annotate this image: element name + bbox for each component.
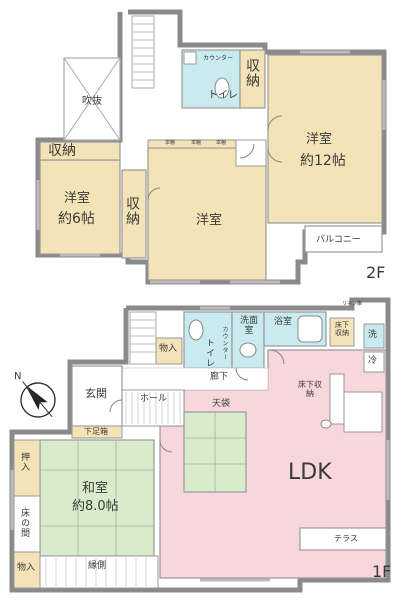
floor1-washroom-label: 洗面室 (239, 316, 258, 337)
floor1-storage-b (13, 551, 41, 589)
floor2-western12-size: 約12帖 (300, 153, 346, 169)
floor2-shelf-label-2: 本棚 (191, 140, 202, 146)
floor2-western-center-label: 洋室 (196, 213, 223, 228)
floor2-western6-size: 約6帖 (58, 211, 95, 227)
floor1-oshiire-label: 押入 (19, 452, 29, 472)
floor1-washitsu-name: 和室 (82, 481, 109, 496)
floor1-level-label: 1F (372, 562, 392, 581)
floor2-western-center (147, 147, 267, 281)
floor1-outer-wall (9, 297, 391, 593)
floor1-washer-label: 洗 (368, 330, 378, 340)
floor1-shoebox (71, 425, 123, 439)
floor1-hall-label: ホール (140, 394, 168, 404)
floor2-closet-c-label: 収納 (124, 196, 140, 226)
floor1-engawa (39, 555, 159, 589)
floor1-engawa-label: 縁側 (88, 561, 107, 571)
floor1-storage-b-label: 物入 (17, 563, 36, 573)
floor2-level-label: 2F (366, 263, 386, 282)
floor1-tenbukuro-label: 天袋 (212, 399, 231, 409)
floor1-tokonoma (13, 495, 41, 553)
floor2-balcony (304, 225, 383, 253)
floor2-closet-b-label: 収納 (48, 143, 76, 159)
floor2-closet-c (121, 169, 147, 259)
floor1-underfloor-a-box (329, 317, 355, 347)
floor1-kitchen-counter (329, 373, 345, 425)
floor2-counter-label: カウンター (203, 55, 234, 62)
floor2-western12 (267, 54, 383, 224)
floor1-storage-room (155, 337, 183, 365)
compass-icon (20, 381, 56, 418)
floor1-storage-label: 物入 (159, 344, 178, 354)
floor2-closet-b (39, 141, 121, 161)
floor2-plan (35, 9, 387, 285)
floor1-bathroom-label: 浴室 (274, 317, 293, 327)
floor1-plan (9, 297, 391, 593)
floor1-linen-label: リネン庫 (342, 301, 363, 307)
floor2-balcony-label: バルコニー (316, 235, 361, 245)
floor1-ldk-label: LDK (288, 460, 332, 485)
floor1-tokonoma-label: 床の間 (19, 508, 29, 538)
floor1-washer-box (363, 323, 385, 349)
floor1-underfloor-a-label: 床下収納 (335, 321, 349, 337)
floor2-toilet-label: トイレ (208, 90, 238, 101)
compass-north-label: N (14, 371, 22, 382)
floor1-entrance (71, 365, 123, 427)
floor1-fridge-label: 冷 (368, 356, 378, 366)
floor2-closet-a (239, 49, 266, 109)
floor1-underfloor-b-label: 床下収納 (298, 380, 322, 399)
floor1-entrance-label: 玄関 (85, 387, 107, 400)
floor2-shelf-label-1: 本棚 (165, 140, 176, 146)
floor1-terrace (299, 527, 387, 551)
floor2-stairs (131, 15, 155, 89)
floor1-washitsu (39, 439, 155, 557)
floor2-western6-name: 洋室 (64, 191, 91, 206)
floor2-fukinuke-label: 吹抜 (82, 96, 102, 107)
floor1-stairs (129, 311, 157, 365)
floor2-outer-wall (35, 9, 387, 285)
floor2-western12-name: 洋室 (306, 132, 333, 147)
floor1-terrace-label: テラス (334, 534, 358, 543)
floor1-counter-label: カウンター (221, 326, 228, 361)
floor2-closet-a-label: 収納 (244, 58, 260, 88)
floor1-washitsu-size: 約8.0帖 (72, 499, 119, 514)
floor1-corridor-label: 廊下 (210, 372, 229, 382)
floor1-shoebox-label: 下足箱 (84, 427, 108, 436)
floor2-western6 (39, 159, 121, 255)
floor1-fridge-box (363, 351, 385, 373)
floor1-toilet-label: トイレ (204, 338, 214, 368)
floor2-shelf-label-3: 本棚 (216, 140, 227, 146)
floor1-corridor-area (121, 367, 269, 391)
